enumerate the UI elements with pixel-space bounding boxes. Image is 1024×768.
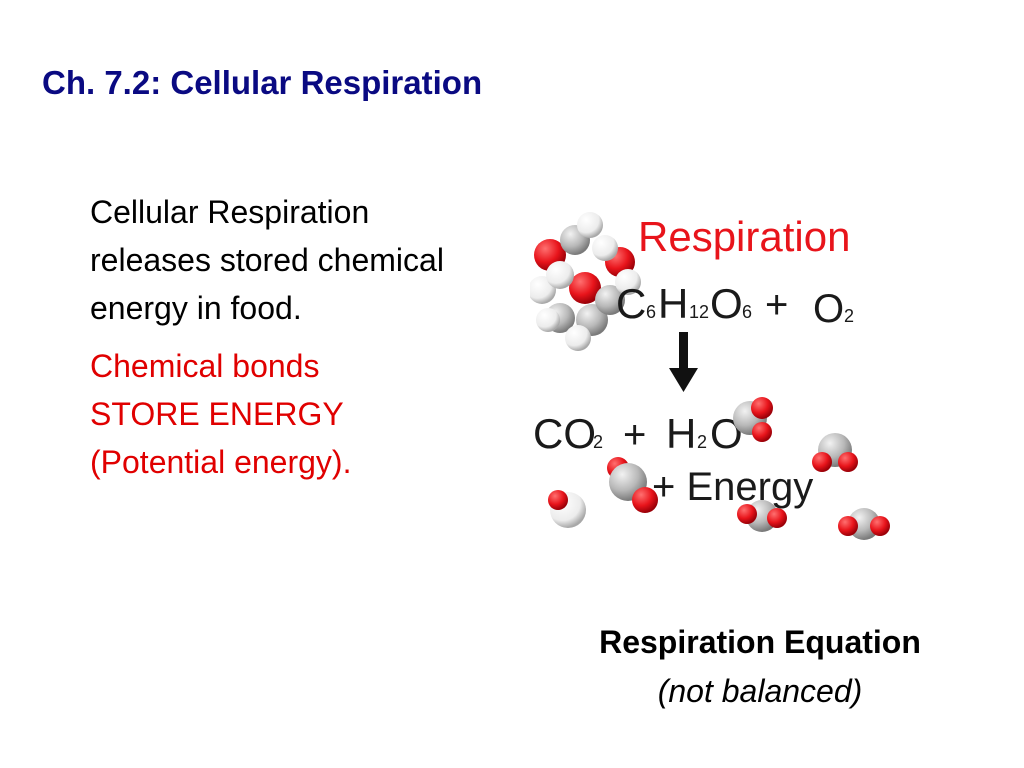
arrow-down-icon — [669, 332, 698, 392]
oxygen-gas-subscript: 2 — [844, 306, 854, 326]
water-hydrogen-subscript: 2 — [697, 432, 707, 452]
products-plus: + — [623, 413, 646, 457]
carbon-subscript: 6 — [646, 302, 656, 322]
caption-note: (not balanced) — [657, 673, 863, 709]
paragraph-respiration-releases-energy: Cellular Respiration releases stored che… — [90, 194, 444, 326]
hydrogen-subscript: 12 — [689, 302, 709, 322]
respiration-equation-diagram: Respiration C 6 H 12 O 6 + O 2 CO 2 + H … — [530, 212, 890, 540]
products-equation: CO 2 + H 2 O — [533, 410, 743, 457]
oxygen-symbol: O — [710, 280, 743, 327]
oxygen-subscript: 6 — [742, 302, 752, 322]
slide-title: Ch. 7.2: Cellular Respiration — [42, 64, 483, 101]
figure-heading: Respiration — [638, 213, 850, 260]
respiration-figure: Respiration C 6 H 12 O 6 + O 2 CO 2 + H … — [530, 200, 900, 545]
hydrogen-symbol: H — [658, 280, 688, 327]
glucose-molecule-icon — [530, 212, 641, 351]
carbon-symbol: C — [616, 280, 646, 327]
carbon-dioxide-symbol: CO — [533, 410, 596, 457]
bonds-line-2: STORE ENERGY — [90, 396, 344, 432]
energy-label: + Energy — [652, 465, 813, 509]
bonds-line-3: (Potential energy). — [90, 444, 352, 480]
carbon-dioxide-subscript: 2 — [593, 432, 603, 452]
reactants-equation: C 6 H 12 O 6 + O 2 — [616, 280, 854, 331]
reactants-plus: + — [765, 283, 788, 327]
caption-title: Respiration Equation — [599, 624, 921, 660]
product-molecules-icon — [548, 397, 890, 540]
water-hydrogen-symbol: H — [666, 410, 696, 457]
body-text: Cellular Respiration releases stored che… — [90, 188, 470, 486]
bonds-line-1: Chemical bonds — [90, 348, 320, 384]
oxygen-gas-symbol: O — [813, 287, 844, 331]
paragraph-chemical-bonds: Chemical bonds STORE ENERGY (Potential e… — [90, 342, 470, 486]
